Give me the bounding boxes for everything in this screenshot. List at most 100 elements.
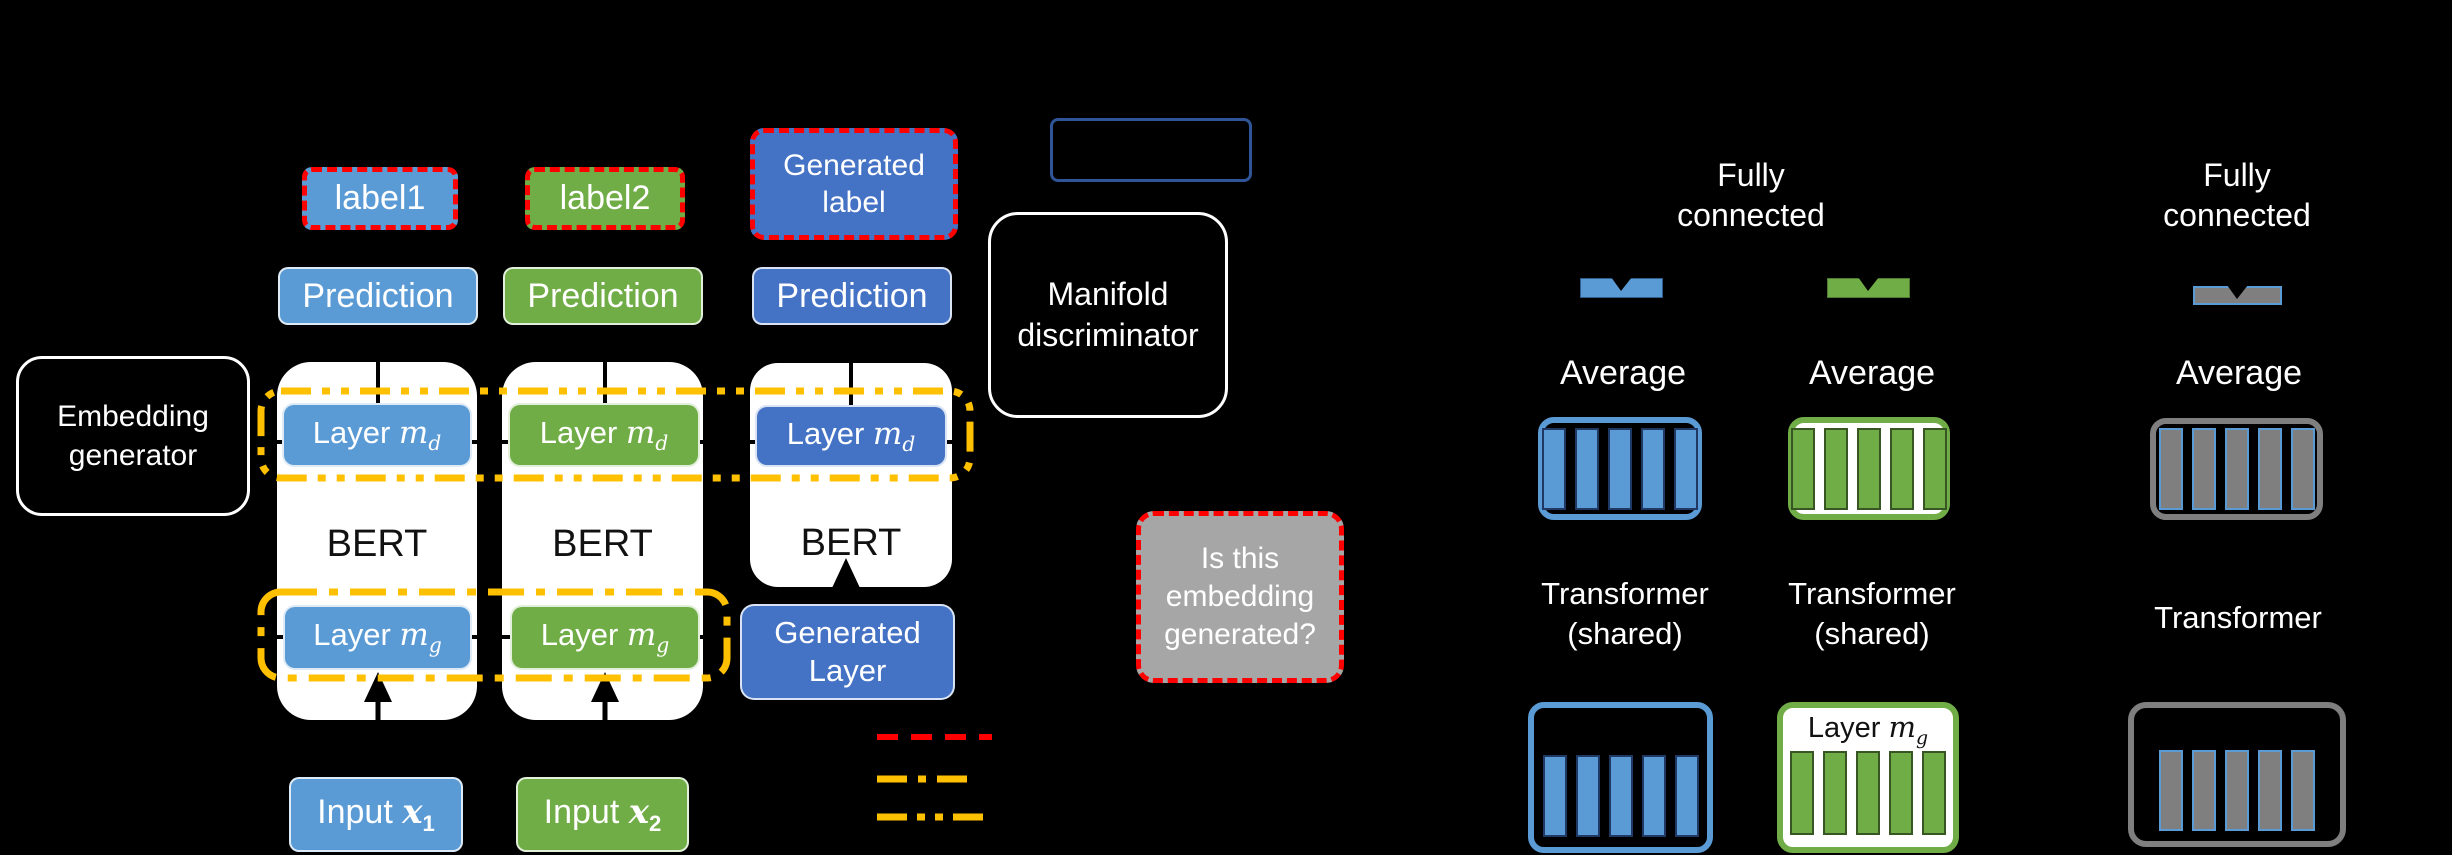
prediction-text-2: Prediction (527, 276, 679, 315)
embedding-bar (2291, 750, 2315, 831)
embedding-bar (2159, 750, 2183, 831)
layer-md-box-3: Layer md (755, 405, 947, 467)
label2-text: label2 (559, 179, 651, 217)
embedding-bar (1823, 750, 1847, 835)
avg-embedding-box-green (1788, 417, 1950, 520)
transformer-shared-label-blue: Transformer (shared) (1525, 574, 1725, 654)
embedding-bar (1608, 755, 1633, 837)
embedding-bar (1856, 750, 1880, 835)
manifold-line2: discriminator (1017, 317, 1199, 353)
embedding-bar (2258, 750, 2282, 831)
prediction-box-1: Prediction (278, 267, 478, 325)
embedding-bars-blue (1542, 427, 1698, 510)
generated-layer-line1: Generated (774, 615, 921, 650)
transformer-label-gray: Transformer (2154, 600, 2322, 635)
token-embedding-box-blue (1528, 702, 1713, 853)
embedding-generator-line2: generator (68, 439, 198, 472)
embedding-bar (1608, 427, 1632, 510)
fully-connected-label-a: Fully connected (1661, 155, 1841, 235)
layer-md-text-2: Layer md (539, 414, 669, 456)
embedding-bar (1889, 750, 1913, 835)
embedding-bar (2225, 750, 2249, 831)
fully-connected-a-line2: connected (1677, 197, 1825, 233)
embedding-bar (2191, 428, 2216, 510)
bert-text-2: BERT (552, 523, 653, 565)
embedding-bars-green (1791, 427, 1947, 510)
fully-connected-b-line2: connected (2163, 197, 2311, 233)
embedding-bar (1890, 427, 1914, 510)
input-x1-box: Input x1 (289, 777, 463, 852)
embedding-bar (1641, 427, 1665, 510)
embedding-bar (1922, 750, 1946, 835)
token-bars-blue (1542, 755, 1699, 837)
fc-output-bar-green (1827, 278, 1910, 298)
embedding-bar (1857, 427, 1881, 510)
bert-text-1: BERT (326, 523, 428, 565)
generated-layer-line2: Layer (808, 653, 887, 688)
fully-connected-a-line1: Fully (1717, 157, 1785, 193)
average-label-gray: Average (2175, 354, 2303, 392)
manifold-discriminator-box: Manifold discriminator (988, 212, 1228, 418)
input-x1-text: Input x1 (317, 792, 435, 836)
token-embedding-box-green: Layer mg (1777, 702, 1959, 853)
embedding-bar (1542, 755, 1567, 837)
embedding-generator-box: Embedding generator (16, 356, 250, 516)
avg-embedding-box-blue (1538, 417, 1702, 520)
embedding-bar (2158, 428, 2183, 510)
question-line2: embedding (1165, 580, 1315, 613)
prediction-text-3: Prediction (776, 276, 928, 315)
prediction-text-1: Prediction (302, 276, 454, 315)
input-x2-text: Input x2 (543, 792, 662, 836)
embedding-bar (1575, 427, 1599, 510)
label1-box: label1 (302, 167, 458, 230)
label2-box: label2 (525, 167, 685, 230)
embedding-bar (1923, 427, 1947, 510)
average-label-blue: Average (1559, 354, 1687, 392)
embedding-bar (1674, 755, 1699, 837)
input-x2-box: Input x2 (516, 777, 689, 852)
prediction-box-3: Prediction (752, 267, 952, 325)
empty-navy-box (1050, 118, 1252, 182)
embedding-bar (2257, 428, 2282, 510)
embedding-generator-line1: Embedding (57, 400, 209, 433)
question-line3: generated? (1164, 618, 1316, 651)
transformer-shared-green-line2: (shared) (1814, 616, 1930, 651)
question-line1: Is this (1200, 542, 1280, 575)
embedding-bars-gray (2158, 428, 2315, 510)
embedding-bar (1542, 427, 1566, 510)
label1-text: label1 (334, 179, 426, 217)
generated-label-line2: label (822, 186, 886, 219)
green-box-layer-mg-label: Layer mg (1807, 710, 1929, 749)
average-label-green: Average (1808, 354, 1936, 392)
embedding-bar (2224, 428, 2249, 510)
embedding-bar (1575, 755, 1600, 837)
token-embedding-box-gray (2128, 702, 2346, 847)
layer-mg-text-1: Layer mg (313, 617, 442, 658)
layer-mg-text-2: Layer mg (540, 617, 670, 658)
manifold-line1: Manifold (1047, 276, 1169, 312)
generated-label-line1: Generated (783, 149, 925, 182)
fully-connected-label-b: Fully connected (2147, 155, 2327, 235)
embedding-bar (1824, 427, 1848, 510)
fc-output-bar-blue (1580, 278, 1663, 298)
embedding-bar (1791, 427, 1815, 510)
transformer-shared-blue-line1: Transformer (1541, 576, 1709, 611)
layer-mg-box-1: Layer mg (283, 605, 472, 670)
token-bars-green (1790, 750, 1946, 835)
fc-output-bar-gray (2193, 286, 2282, 305)
layer-md-box-2: Layer md (508, 403, 700, 467)
prediction-box-2: Prediction (503, 267, 703, 325)
question-box: Is this embedding generated? (1136, 511, 1344, 683)
embedding-bar (1674, 427, 1698, 510)
generated-layer-box: Generated Layer (740, 604, 955, 700)
embedding-bar (1790, 750, 1814, 835)
avg-embedding-box-gray (2150, 418, 2323, 520)
fully-connected-b-line1: Fully (2203, 157, 2271, 193)
layer-md-text-1: Layer md (312, 414, 442, 456)
embedding-bar (2290, 428, 2315, 510)
layer-mg-box-2: Layer mg (510, 605, 700, 670)
embedding-bar (1641, 755, 1666, 837)
token-bars-gray (2159, 750, 2315, 831)
embedding-bar (2192, 750, 2216, 831)
